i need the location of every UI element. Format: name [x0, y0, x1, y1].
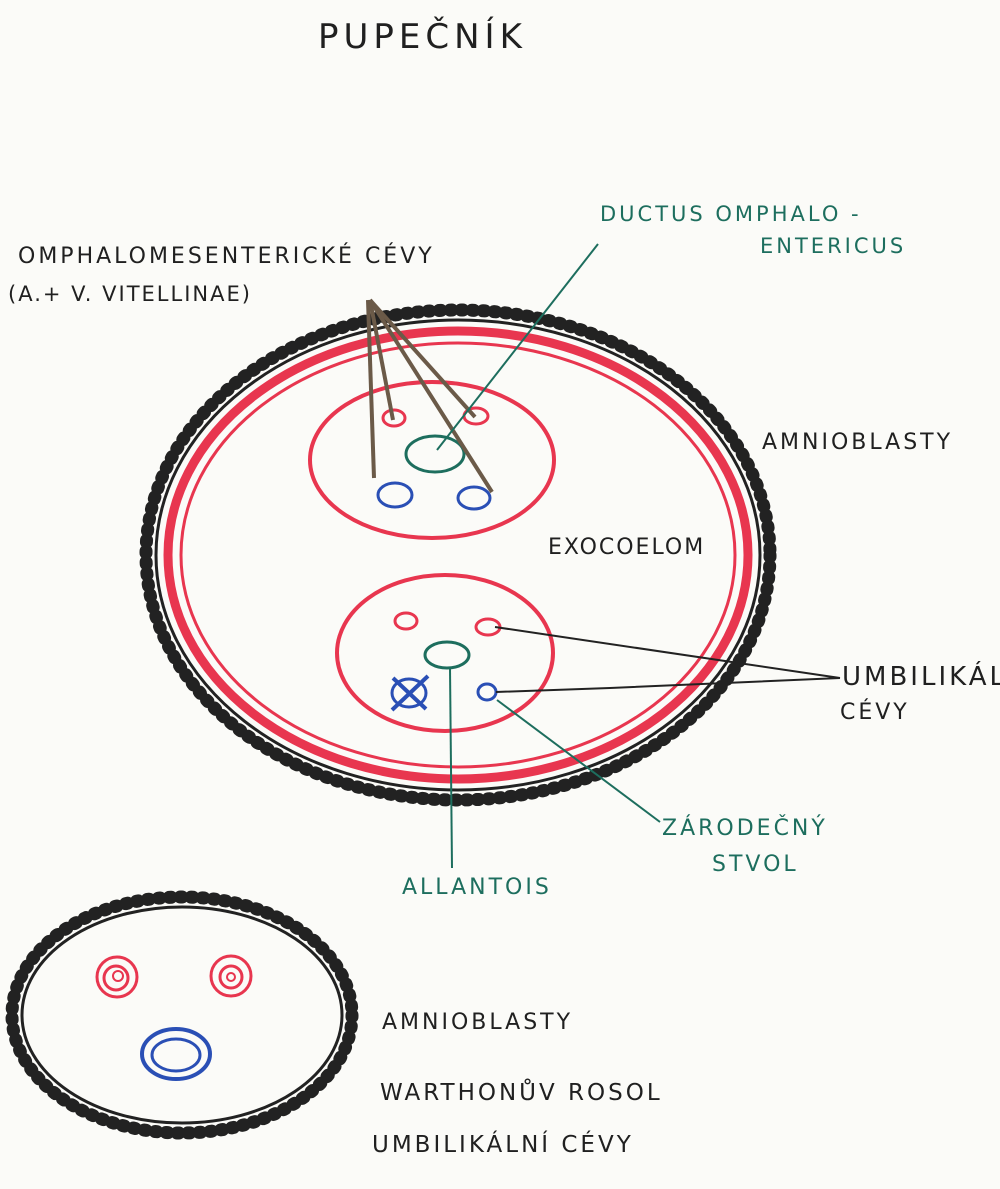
umb-leader-1 — [495, 627, 840, 678]
lower-red-vessel-left — [395, 613, 417, 629]
small-artery-right-outer — [211, 956, 251, 996]
title: PUPEČNÍK — [318, 20, 527, 54]
small-vein-inner — [152, 1039, 200, 1071]
label-umbilikalni-2: CÉVY — [840, 702, 910, 724]
upper-blue-vessel-left — [378, 483, 412, 507]
label-allantois: ALLANTOIS — [402, 877, 552, 899]
allantois-circle — [425, 642, 469, 668]
small-artery-right-lumen — [227, 973, 235, 981]
label-wharton: WARTHONŮV ROSOL — [380, 1082, 663, 1105]
label-umbilikalni-1: UMBILIKÁLNÍ — [842, 664, 1000, 690]
lower-vessel-ring — [337, 575, 553, 731]
small-artery-left-inner — [104, 966, 128, 990]
upper-vessel-ring — [310, 382, 554, 538]
ductus-omphaloentericus-circle — [406, 436, 464, 472]
label-vitellinae: (A.+ V. VITELLINAE) — [8, 284, 252, 305]
label-omphalomesenteric: OMPHALOMESENTERICKÉ CÉVY — [18, 246, 435, 268]
upper-blue-vessel-right — [458, 487, 490, 509]
label-exocoelom: EXOCOELOM — [548, 537, 705, 559]
label-zarodecny-1: ZÁRODEČNÝ — [662, 818, 828, 840]
lower-blue-vessel — [478, 684, 496, 700]
label-ductus-1: DUCTUS OMPHALO - — [600, 204, 862, 225]
label-ductus-2: ENTERICUS — [760, 236, 906, 257]
label-amnioblasty-top: AMNIOBLASTY — [762, 432, 953, 454]
small-outer-membrane — [22, 907, 342, 1123]
label-umbilikalni-cevy: UMBILIKÁLNÍ CÉVY — [372, 1134, 634, 1157]
label-zarodecny-2: STVOL — [712, 854, 799, 876]
small-artery-left-lumen — [113, 971, 123, 981]
small-artery-right-inner — [220, 966, 242, 988]
allantois-leader — [450, 668, 452, 868]
small-cross-section — [12, 897, 352, 1133]
small-amnioblast-bumps — [12, 897, 352, 1133]
label-amnioblasty-bottom: AMNIOBLASTY — [382, 1012, 573, 1034]
